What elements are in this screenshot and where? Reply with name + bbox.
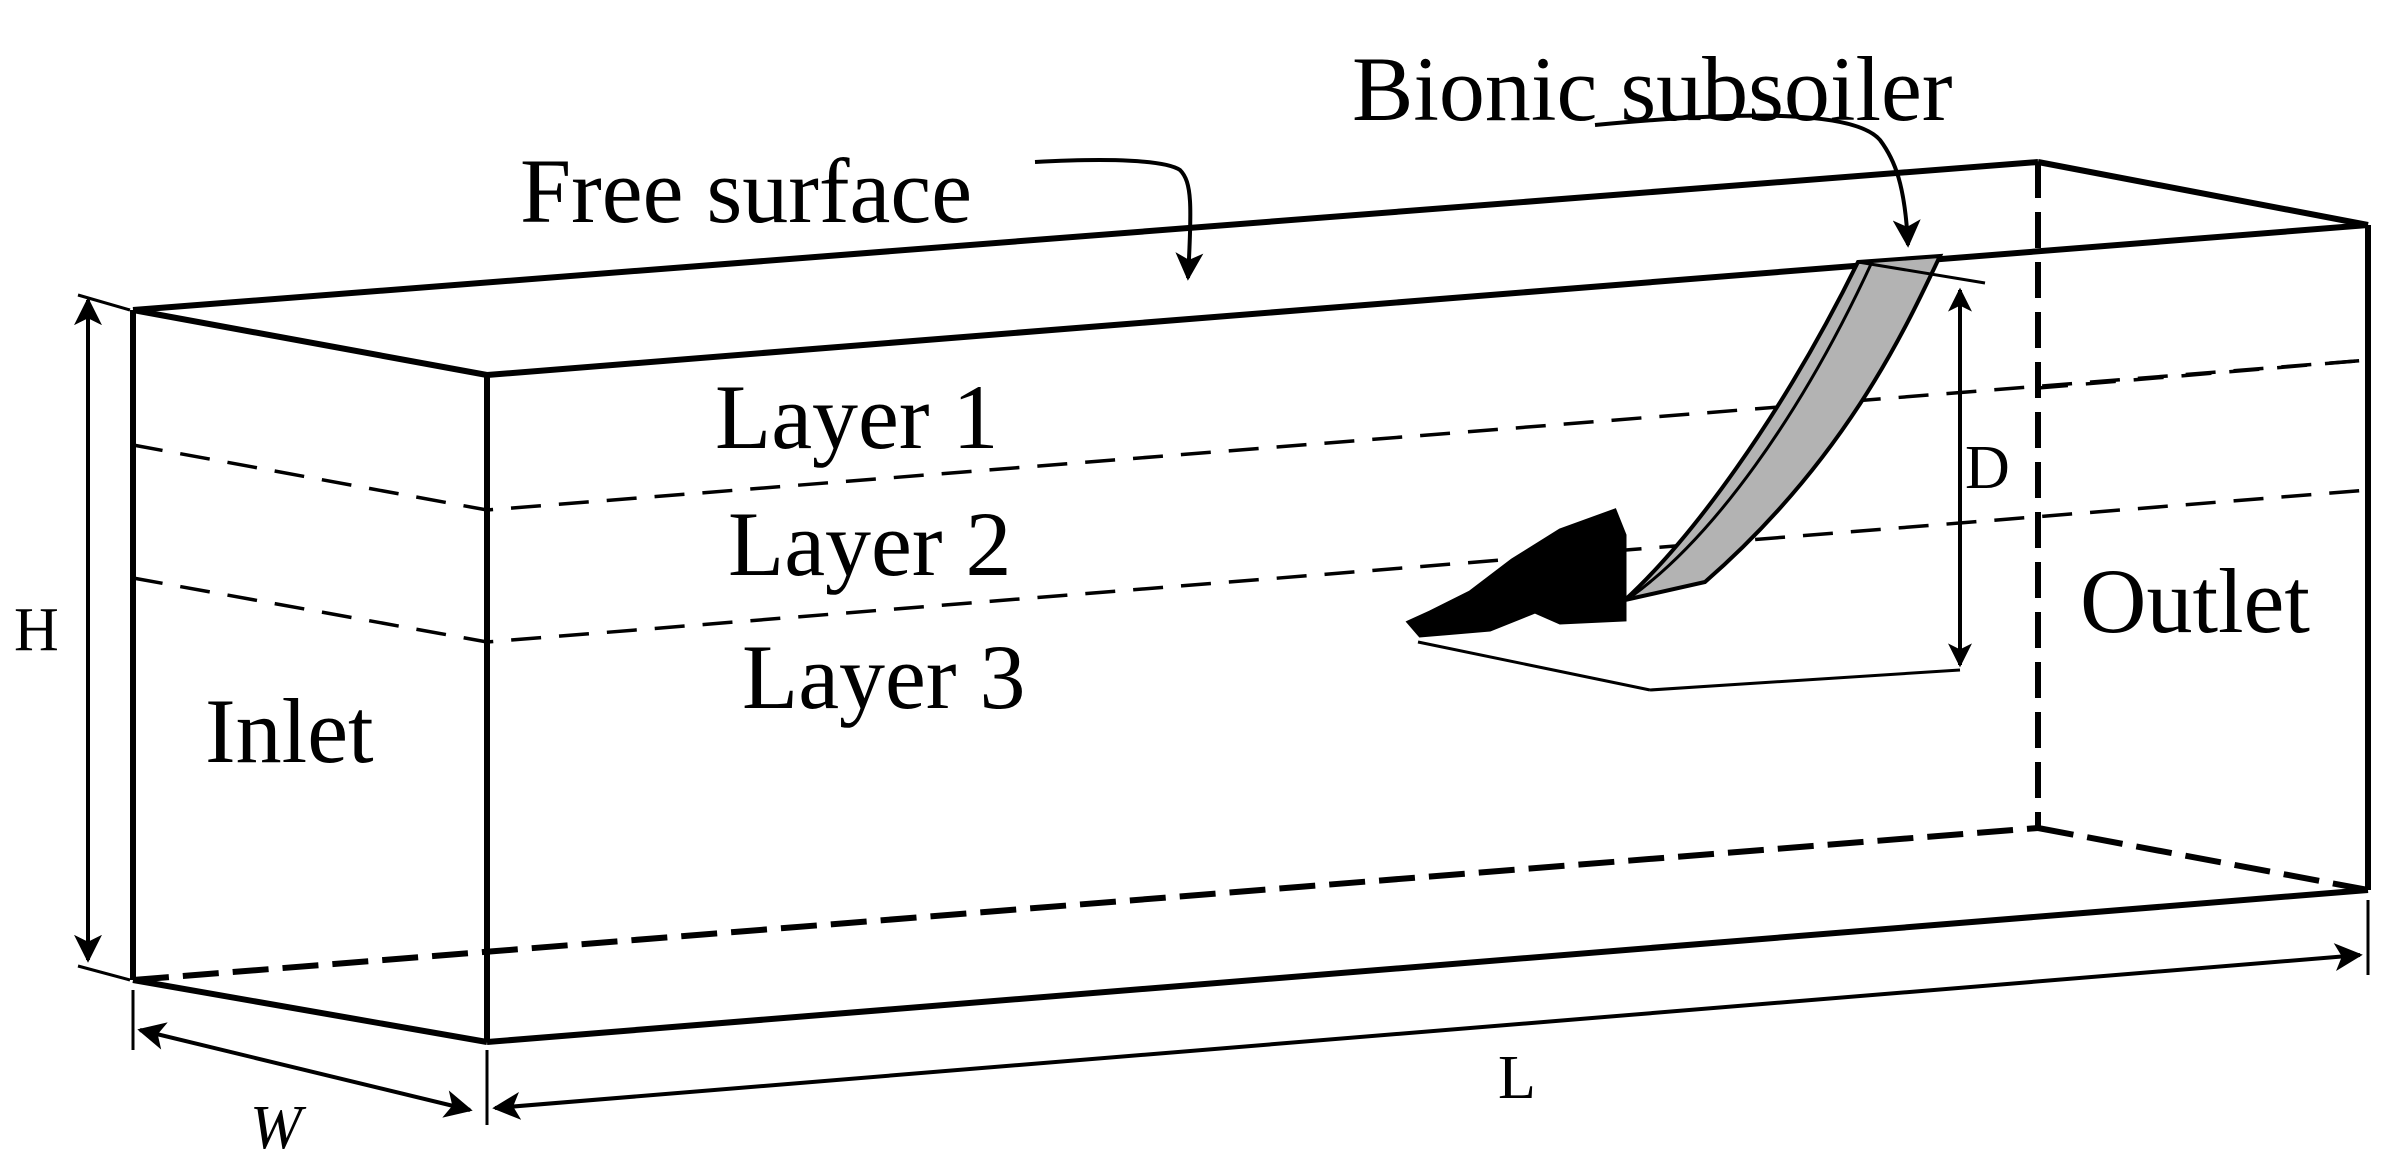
subsoiler-top-line xyxy=(1857,260,1986,285)
dim-l-arrow xyxy=(492,943,2363,1120)
inlet-label: Inlet xyxy=(205,680,374,782)
bionic-subsoiler-leader xyxy=(1594,113,1921,248)
top-front-edge xyxy=(486,222,2369,378)
top-left-depth-edge xyxy=(132,307,488,378)
layer-3-label: Layer 3 xyxy=(742,626,1026,728)
free-surface-leader xyxy=(1034,158,1204,281)
layer-2-label: Layer 2 xyxy=(728,493,1012,595)
subsoiler-tip-guide-2 xyxy=(1649,668,1961,692)
dim-l-label: L xyxy=(1498,1044,1536,1112)
labels: Free surface Bionic subsoiler Layer 1 La… xyxy=(14,38,2310,1157)
dimension-arrows xyxy=(74,287,2370,1125)
layer-1-label: Layer 1 xyxy=(715,366,999,468)
leader-arrows xyxy=(1034,113,1921,281)
dim-d-label: D xyxy=(1965,434,2010,502)
bottom-left-depth-edge xyxy=(132,977,488,1045)
top-right-depth-edge xyxy=(2037,159,2369,228)
back-bottom-right-depth-edge xyxy=(2037,825,2369,893)
subsoiler-wing-tip xyxy=(1405,508,1627,638)
dim-w-label: W xyxy=(250,1094,307,1157)
free-surface-label: Free surface xyxy=(520,140,972,242)
subsoiler-tip-guide xyxy=(1417,640,1651,692)
subsoiler-shank-edge xyxy=(1631,261,1874,598)
dim-h-tick-top xyxy=(77,293,131,312)
layer-1-2-boundary-back xyxy=(2037,358,2369,390)
dim-h-tick-bottom xyxy=(77,964,131,982)
dim-h-label: H xyxy=(14,596,59,664)
bionic-subsoiler-label: Bionic subsoiler xyxy=(1352,38,1953,140)
back-bottom-edge xyxy=(132,825,2039,983)
layer-boundaries xyxy=(132,358,2369,644)
bionic-subsoiler xyxy=(1405,253,1986,692)
top-back-edge xyxy=(132,159,2039,313)
layer-1-2-boundary xyxy=(132,358,2369,512)
outlet-label: Outlet xyxy=(2080,550,2310,652)
layer-2-3-boundary xyxy=(132,488,2369,644)
soil-bin-box xyxy=(130,159,2371,1045)
bottom-front-edge xyxy=(486,887,2369,1045)
dim-w-arrow xyxy=(137,1022,473,1118)
